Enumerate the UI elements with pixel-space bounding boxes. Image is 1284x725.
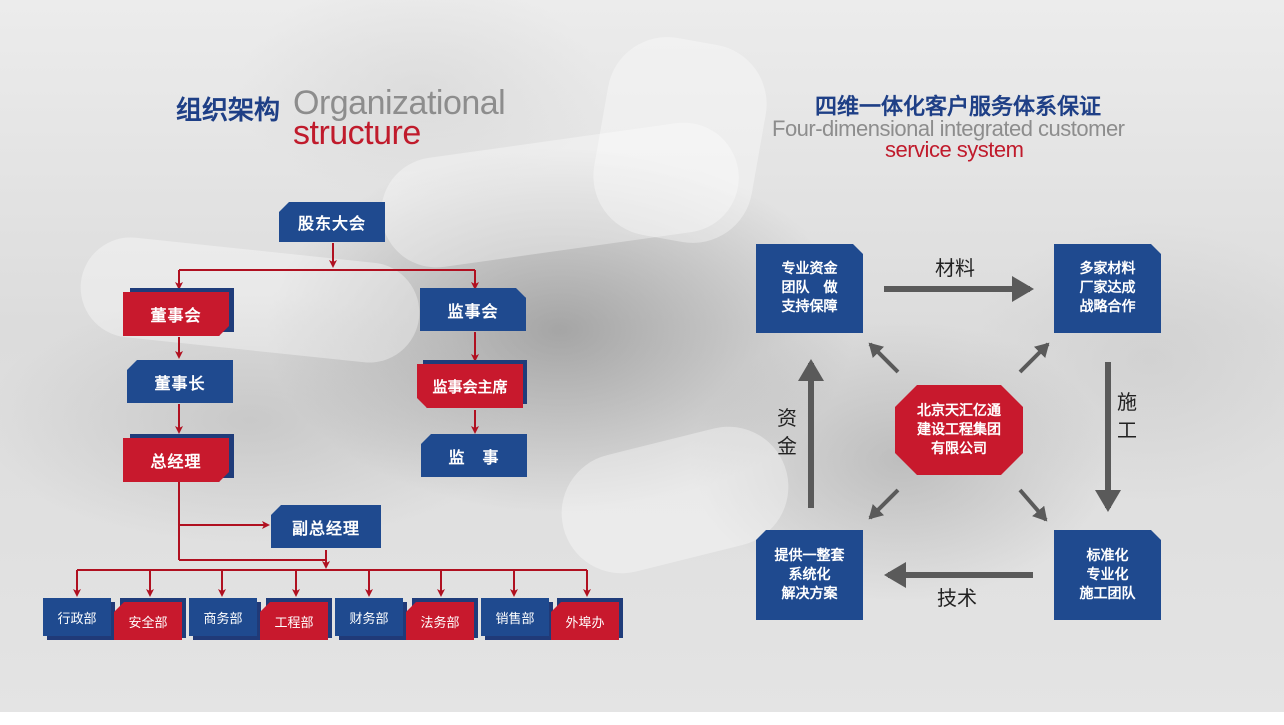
system-box-solution-line: 解决方案 — [781, 585, 838, 602]
system-arrows — [798, 276, 1121, 588]
dept-legal: 法务部 — [406, 602, 474, 640]
dept-safety: 安全部 — [114, 602, 182, 640]
system-box-construction-line: 施工团队 — [1079, 585, 1136, 602]
label-technology: 技术 — [937, 586, 977, 610]
dept-sales: 销售部 — [481, 598, 549, 636]
system-title-en: Four-dimensional integrated customer — [772, 116, 1125, 141]
org-title-en: Organizational — [293, 84, 506, 122]
center-line: 有限公司 — [931, 440, 987, 457]
center-line: 建设工程集团 — [917, 421, 1001, 438]
label-construction-char: 工 — [1117, 418, 1137, 442]
system-box-solution-line: 提供一整套 — [774, 547, 845, 564]
system-box-solution: 提供一整套 系统化 解决方案 — [756, 530, 863, 620]
org-connectors — [73, 243, 591, 597]
system-center-company: 北京天汇亿通 建设工程集团 有限公司 — [895, 385, 1023, 475]
dept-external-office: 外埠办 — [551, 602, 619, 640]
org-box-gm: 总经理 — [123, 438, 229, 482]
system-box-materials-line: 多家材料 — [1079, 261, 1136, 277]
label-capital-char: 资 — [777, 406, 797, 430]
label-capital-char: 金 — [777, 434, 797, 458]
system-box-materials-line: 厂家达成 — [1079, 280, 1136, 296]
system-box-materials: 多家材料 厂家达成 战略合作 — [1054, 244, 1161, 333]
system-box-capital-line: 支持保障 — [781, 299, 838, 315]
system-box-construction: 标准化 专业化 施工团队 — [1054, 530, 1161, 620]
center-line: 北京天汇亿通 — [917, 402, 1001, 419]
org-box-supervisor: 监 事 — [421, 434, 527, 477]
label-materials: 材料 — [935, 256, 975, 280]
org-box-board: 董事会 — [123, 292, 229, 336]
system-box-construction-line: 专业化 — [1086, 566, 1129, 583]
system-box-construction-line: 标准化 — [1086, 547, 1129, 564]
label-construction-char: 施 — [1117, 390, 1137, 414]
system-box-capital-line: 专业资金 — [781, 261, 838, 277]
dept-engineering: 工程部 — [260, 602, 328, 640]
system-box-materials-line: 战略合作 — [1079, 299, 1136, 315]
system-box-solution-line: 系统化 — [788, 566, 831, 583]
system-title-cn: 四维一体化客户服务体系保证 — [815, 95, 1102, 120]
dept-admin: 行政部 — [43, 598, 111, 636]
org-box-supervisory-chair: 监事会主席 — [417, 364, 523, 408]
label-construction: 施 工 — [1116, 388, 1138, 444]
org-box-chairman: 董事长 — [127, 360, 233, 403]
dept-finance: 财务部 — [335, 598, 403, 636]
org-title-en-red: structure — [293, 114, 421, 152]
org-title-cn: 组织架构 — [176, 96, 281, 126]
system-title-en-red: service system — [885, 137, 1024, 162]
dept-business: 商务部 — [189, 598, 257, 636]
label-capital: 资 金 — [776, 404, 798, 460]
system-box-capital: 专业资金 团队 做 支持保障 — [756, 244, 863, 333]
org-box-deputy-gm: 副总经理 — [271, 505, 381, 548]
system-box-capital-line: 团队 做 — [781, 280, 838, 296]
org-box-supervisory-board: 监事会 — [420, 288, 526, 331]
org-box-shareholders: 股东大会 — [279, 202, 385, 242]
bottom-bar — [0, 712, 1284, 725]
